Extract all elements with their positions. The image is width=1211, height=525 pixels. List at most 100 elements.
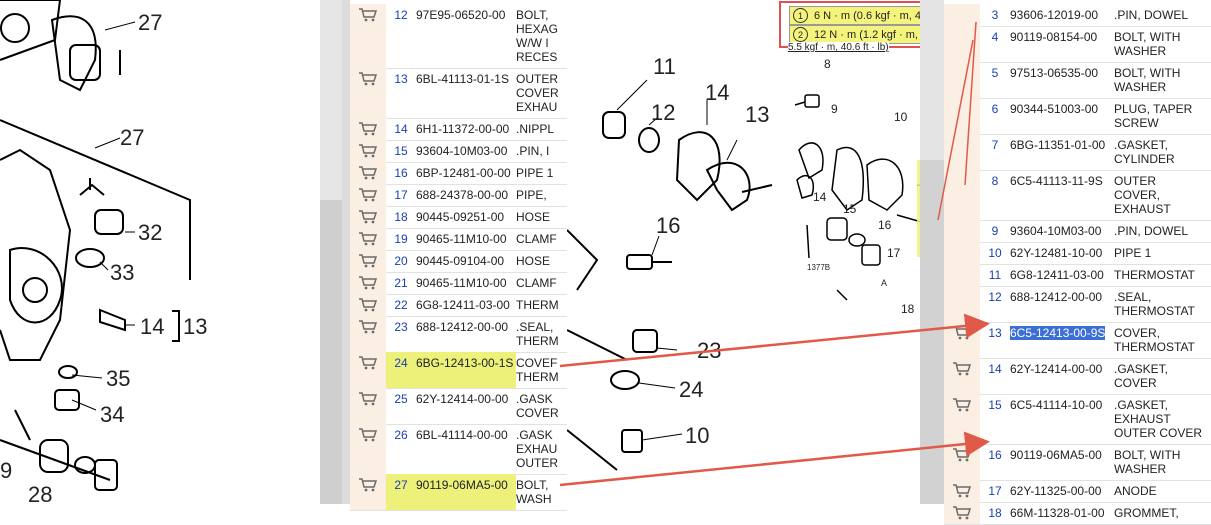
cart-icon[interactable] <box>944 264 980 286</box>
ref-number[interactable]: 15 <box>394 144 408 158</box>
cart-icon[interactable] <box>350 250 386 272</box>
ref-number[interactable]: 5 <box>991 66 999 80</box>
cart-icon[interactable] <box>350 140 386 162</box>
ref-number[interactable]: 12 <box>394 8 408 22</box>
ref-number[interactable]: 10 <box>988 246 1002 260</box>
cart-icon[interactable] <box>944 220 980 242</box>
scrollbar-thumb[interactable] <box>320 200 342 504</box>
ref-number[interactable]: 19 <box>394 232 408 246</box>
ref-number[interactable]: 16 <box>988 448 1002 462</box>
cart-icon[interactable] <box>350 118 386 140</box>
cart-icon[interactable] <box>944 502 980 524</box>
cart-icon[interactable] <box>350 206 386 228</box>
cart-icon[interactable] <box>944 134 980 170</box>
cart-icon[interactable] <box>350 272 386 294</box>
cart-icon[interactable] <box>944 26 980 62</box>
ref-number[interactable]: 13 <box>394 72 408 86</box>
cart-icon[interactable] <box>350 474 386 510</box>
right-scrollbar[interactable] <box>920 0 944 504</box>
ref-number[interactable]: 17 <box>394 188 408 202</box>
ref-number[interactable]: 14 <box>988 362 1002 376</box>
cart-icon[interactable] <box>350 68 386 118</box>
ref-number[interactable]: 22 <box>394 298 408 312</box>
cart-icon[interactable] <box>944 358 980 394</box>
ref-number[interactable]: 18 <box>394 210 408 224</box>
cart-icon[interactable] <box>350 294 386 316</box>
ref-number[interactable]: 17 <box>988 484 1002 498</box>
left-scrollbar[interactable] <box>320 0 342 504</box>
ref-number[interactable]: 15 <box>988 398 1002 412</box>
cart-icon[interactable] <box>350 388 386 424</box>
ref-number[interactable]: 12 <box>988 290 1002 304</box>
ref-number[interactable]: 13 <box>988 326 1002 340</box>
ref-number[interactable]: 23 <box>394 320 408 334</box>
ref-number[interactable]: 8 <box>991 174 999 188</box>
ref-number[interactable]: 21 <box>394 276 408 290</box>
cart-icon[interactable] <box>944 480 980 502</box>
ref-number[interactable]: 20 <box>394 254 408 268</box>
ref-number[interactable]: 26 <box>394 428 408 442</box>
ref-number[interactable]: 25 <box>394 392 408 406</box>
ref-number[interactable]: 11 <box>988 268 1002 282</box>
ref-number[interactable]: 27 <box>386 474 416 510</box>
cart-icon[interactable] <box>350 424 386 474</box>
ref-number[interactable]: 3 <box>991 8 999 22</box>
cart-icon[interactable] <box>350 4 386 68</box>
cart-icon[interactable] <box>944 62 980 98</box>
cart-icon[interactable] <box>944 322 980 358</box>
cart-icon[interactable] <box>350 352 386 388</box>
ref-number[interactable]: 14 <box>394 122 408 136</box>
ref-number[interactable]: 4 <box>991 30 999 44</box>
cart-icon[interactable] <box>350 162 386 184</box>
cart-icon[interactable] <box>944 170 980 220</box>
ref-number[interactable]: 16 <box>394 166 408 180</box>
ref-number[interactable]: 6 <box>991 102 999 116</box>
cart-icon[interactable] <box>944 286 980 322</box>
cart-icon[interactable] <box>350 316 386 352</box>
ref-number[interactable]: 9 <box>991 224 999 238</box>
cart-icon[interactable] <box>350 184 386 206</box>
cart-icon[interactable] <box>944 4 980 26</box>
ref-number[interactable]: 18 <box>988 506 1002 520</box>
cart-icon[interactable] <box>350 228 386 250</box>
cart-icon[interactable] <box>944 242 980 264</box>
cart-icon[interactable] <box>944 444 980 480</box>
ref-number[interactable]: 7 <box>991 138 999 152</box>
cart-icon[interactable] <box>944 394 980 444</box>
cart-icon[interactable] <box>944 98 980 134</box>
scrollbar-thumb[interactable] <box>920 160 944 504</box>
ref-number[interactable]: 24 <box>386 352 416 388</box>
